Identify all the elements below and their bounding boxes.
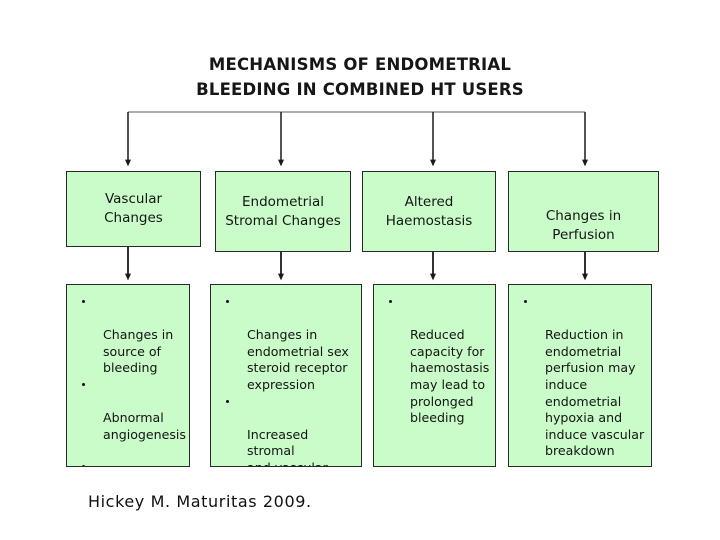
header-box-label: Altered Haemostasis [385, 193, 473, 229]
bullet-list: Changes in endometrial sex steroid recep… [215, 294, 355, 466]
header-box-altered-haemostasis[interactable]: Altered Haemostasis [362, 171, 496, 252]
list-item-text: Changes in source of bleeding [103, 327, 174, 376]
detail-box-altered-haemostasis[interactable]: Reduced capacity for haemostasis may lea… [373, 284, 496, 467]
header-box-endometrial-stromal-changes[interactable]: Endometrial Stromal Changes [215, 171, 351, 252]
list-item-text: Changes in endometrial sex steroid recep… [247, 327, 349, 392]
header-box-label-line1: Changes in [545, 208, 622, 224]
bullet-dot [524, 300, 528, 304]
list-item-text: Reduced capacity for haemostasis may lea… [410, 327, 490, 426]
list-item-text: Increased stromal and vascular breakdown [247, 426, 328, 466]
citation-text: Hickey M. Maturitas 2009. [88, 492, 312, 511]
list-item: Changes in source of bleeding [71, 294, 183, 377]
header-box-label: Endometrial Stromal Changes [225, 193, 341, 229]
bullet-dot [226, 300, 230, 304]
header-box-changes-in-perfusion-oxygenation[interactable]: Changes in Perfusion & Oxygenation [508, 171, 659, 252]
page-title: MECHANISMS OF ENDOMETRIAL BLEEDING IN CO… [196, 55, 524, 99]
list-item: Abnormal angiogenesis [71, 377, 186, 443]
bullet-dot [226, 399, 230, 403]
list-item: Reduction in endometrial perfusion may i… [513, 294, 645, 460]
bullet-dot [389, 300, 393, 304]
bullet-list: Changes in source of bleeding Abnormal a… [71, 294, 186, 466]
bullet-dot [82, 382, 86, 387]
header-box-label: Changes in Perfusion & Oxygenation [509, 172, 658, 251]
list-item: Increased stromal and vascular breakdown [215, 394, 355, 466]
list-item-text: Abnormal angiogenesis [103, 410, 186, 442]
detail-box-endometrial-stromal-changes[interactable]: Changes in endometrial sex steroid recep… [210, 284, 362, 467]
bullet-dot [82, 300, 86, 304]
list-item: Changes in endometrial vascular integrit… [71, 459, 183, 466]
detail-box-changes-in-perfusion-oxygenation[interactable]: Reduction in endometrial perfusion may i… [508, 284, 652, 467]
list-item: Changes in endometrial sex steroid recep… [215, 294, 355, 394]
bullet-dot [82, 465, 86, 466]
header-box-label: Vascular Changes [104, 191, 163, 226]
bullet-list: Reduction in endometrial perfusion may i… [513, 294, 645, 460]
header-box-vascular-changes[interactable]: Vascular Changes [66, 171, 201, 247]
detail-box-vascular-changes[interactable]: Changes in source of bleeding Abnormal a… [66, 284, 190, 467]
list-item-text: Reduction in endometrial perfusion may i… [545, 327, 645, 459]
bullet-list: Reduced capacity for haemostasis may lea… [378, 294, 489, 427]
list-item: Reduced capacity for haemostasis may lea… [378, 294, 489, 427]
header-box-label-line2: Perfusion [552, 227, 615, 243]
